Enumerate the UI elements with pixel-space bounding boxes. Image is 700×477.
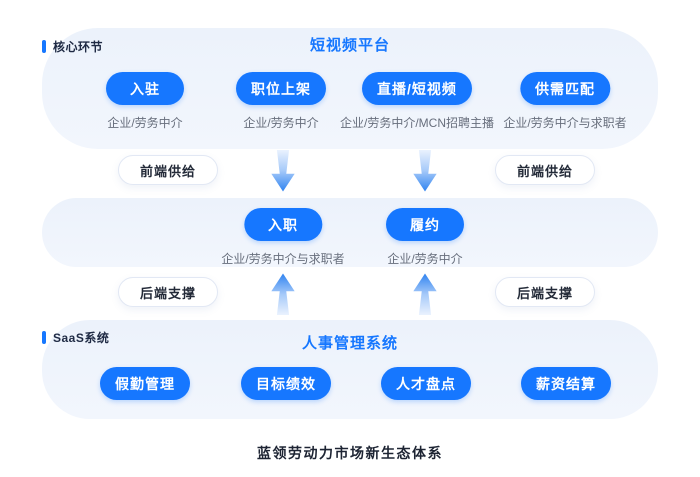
middle-section: 入职 企业/劳务中介与求职者 履约 企业/劳务中介 (42, 198, 658, 267)
flow-item-performance: 目标绩效 (241, 367, 331, 400)
flow-item-fulfillment: 履约 企业/劳务中介 (386, 208, 464, 267)
flow-item-settle-in: 入驻 企业/劳务中介 (106, 72, 184, 131)
flow-item-supply-demand-match: 供需匹配 企业/劳务中介与求职者 (503, 72, 627, 131)
pill-fulfillment: 履约 (386, 208, 464, 241)
flow-item-job-listing: 职位上架 企业/劳务中介 (236, 72, 326, 131)
pill-desc: 企业/劳务中介 (107, 116, 183, 130)
pill-settle-in: 入驻 (106, 72, 184, 105)
pill-desc: 企业/劳务中介 (387, 252, 463, 266)
flow-item-attendance: 假勤管理 (100, 367, 190, 400)
section-title-hr-management-system: 人事管理系统 (301, 335, 398, 352)
section-label-marker-icon (42, 331, 46, 344)
flow-item-payroll: 薪资结算 (521, 367, 611, 400)
corner-label-text: 核心环节 (53, 40, 104, 54)
corner-label-saas: SaaS系统 (42, 329, 109, 346)
badge-back-support-right: 后端支撑 (494, 277, 596, 307)
diagram-caption: 蓝领劳动力市场新生态体系 (257, 445, 443, 461)
pill-job-listing: 职位上架 (236, 72, 326, 105)
arrow-up-icon (411, 272, 439, 316)
core-links-section: 短视频平台 入驻 企业/劳务中介 职位上架 企业/劳务中介 直播/短视频 企业/… (42, 28, 658, 149)
saas-section: 人事管理系统 假勤管理 目标绩效 人才盘点 薪资结算 (42, 320, 658, 419)
section-label-marker-icon (42, 40, 46, 53)
pill-onboarding: 入职 (244, 208, 322, 241)
pill-desc: 企业/劳务中介与求职者 (503, 116, 627, 130)
pill-desc: 企业/劳务中介与求职者 (221, 252, 345, 266)
pill-live-short-video: 直播/短视频 (362, 72, 472, 105)
pill-goal-performance: 目标绩效 (241, 367, 331, 400)
arrow-up-icon (269, 272, 297, 316)
pill-attendance-management: 假勤管理 (100, 367, 190, 400)
corner-label-core-links: 核心环节 (42, 38, 103, 55)
badge-front-supply-right: 前端供给 (494, 155, 596, 185)
badge-front-supply-left: 前端供给 (117, 155, 219, 185)
pill-supply-demand-match: 供需匹配 (520, 72, 610, 105)
pill-payroll-settlement: 薪资结算 (521, 367, 611, 400)
flow-item-talent-review: 人才盘点 (381, 367, 471, 400)
section-title-short-video-platform: 短视频平台 (309, 37, 390, 54)
pill-desc: 企业/劳务中介/MCN招聘主播 (340, 116, 494, 130)
flow-item-onboarding: 入职 企业/劳务中介与求职者 (221, 208, 345, 267)
corner-label-text: SaaS系统 (53, 331, 110, 345)
flow-item-live-short-video: 直播/短视频 企业/劳务中介/MCN招聘主播 (340, 72, 494, 131)
pill-desc: 企业/劳务中介 (243, 116, 319, 130)
pill-talent-review: 人才盘点 (381, 367, 471, 400)
badge-back-support-left: 后端支撑 (117, 277, 219, 307)
arrow-down-icon (411, 149, 439, 193)
arrow-down-icon (269, 149, 297, 193)
